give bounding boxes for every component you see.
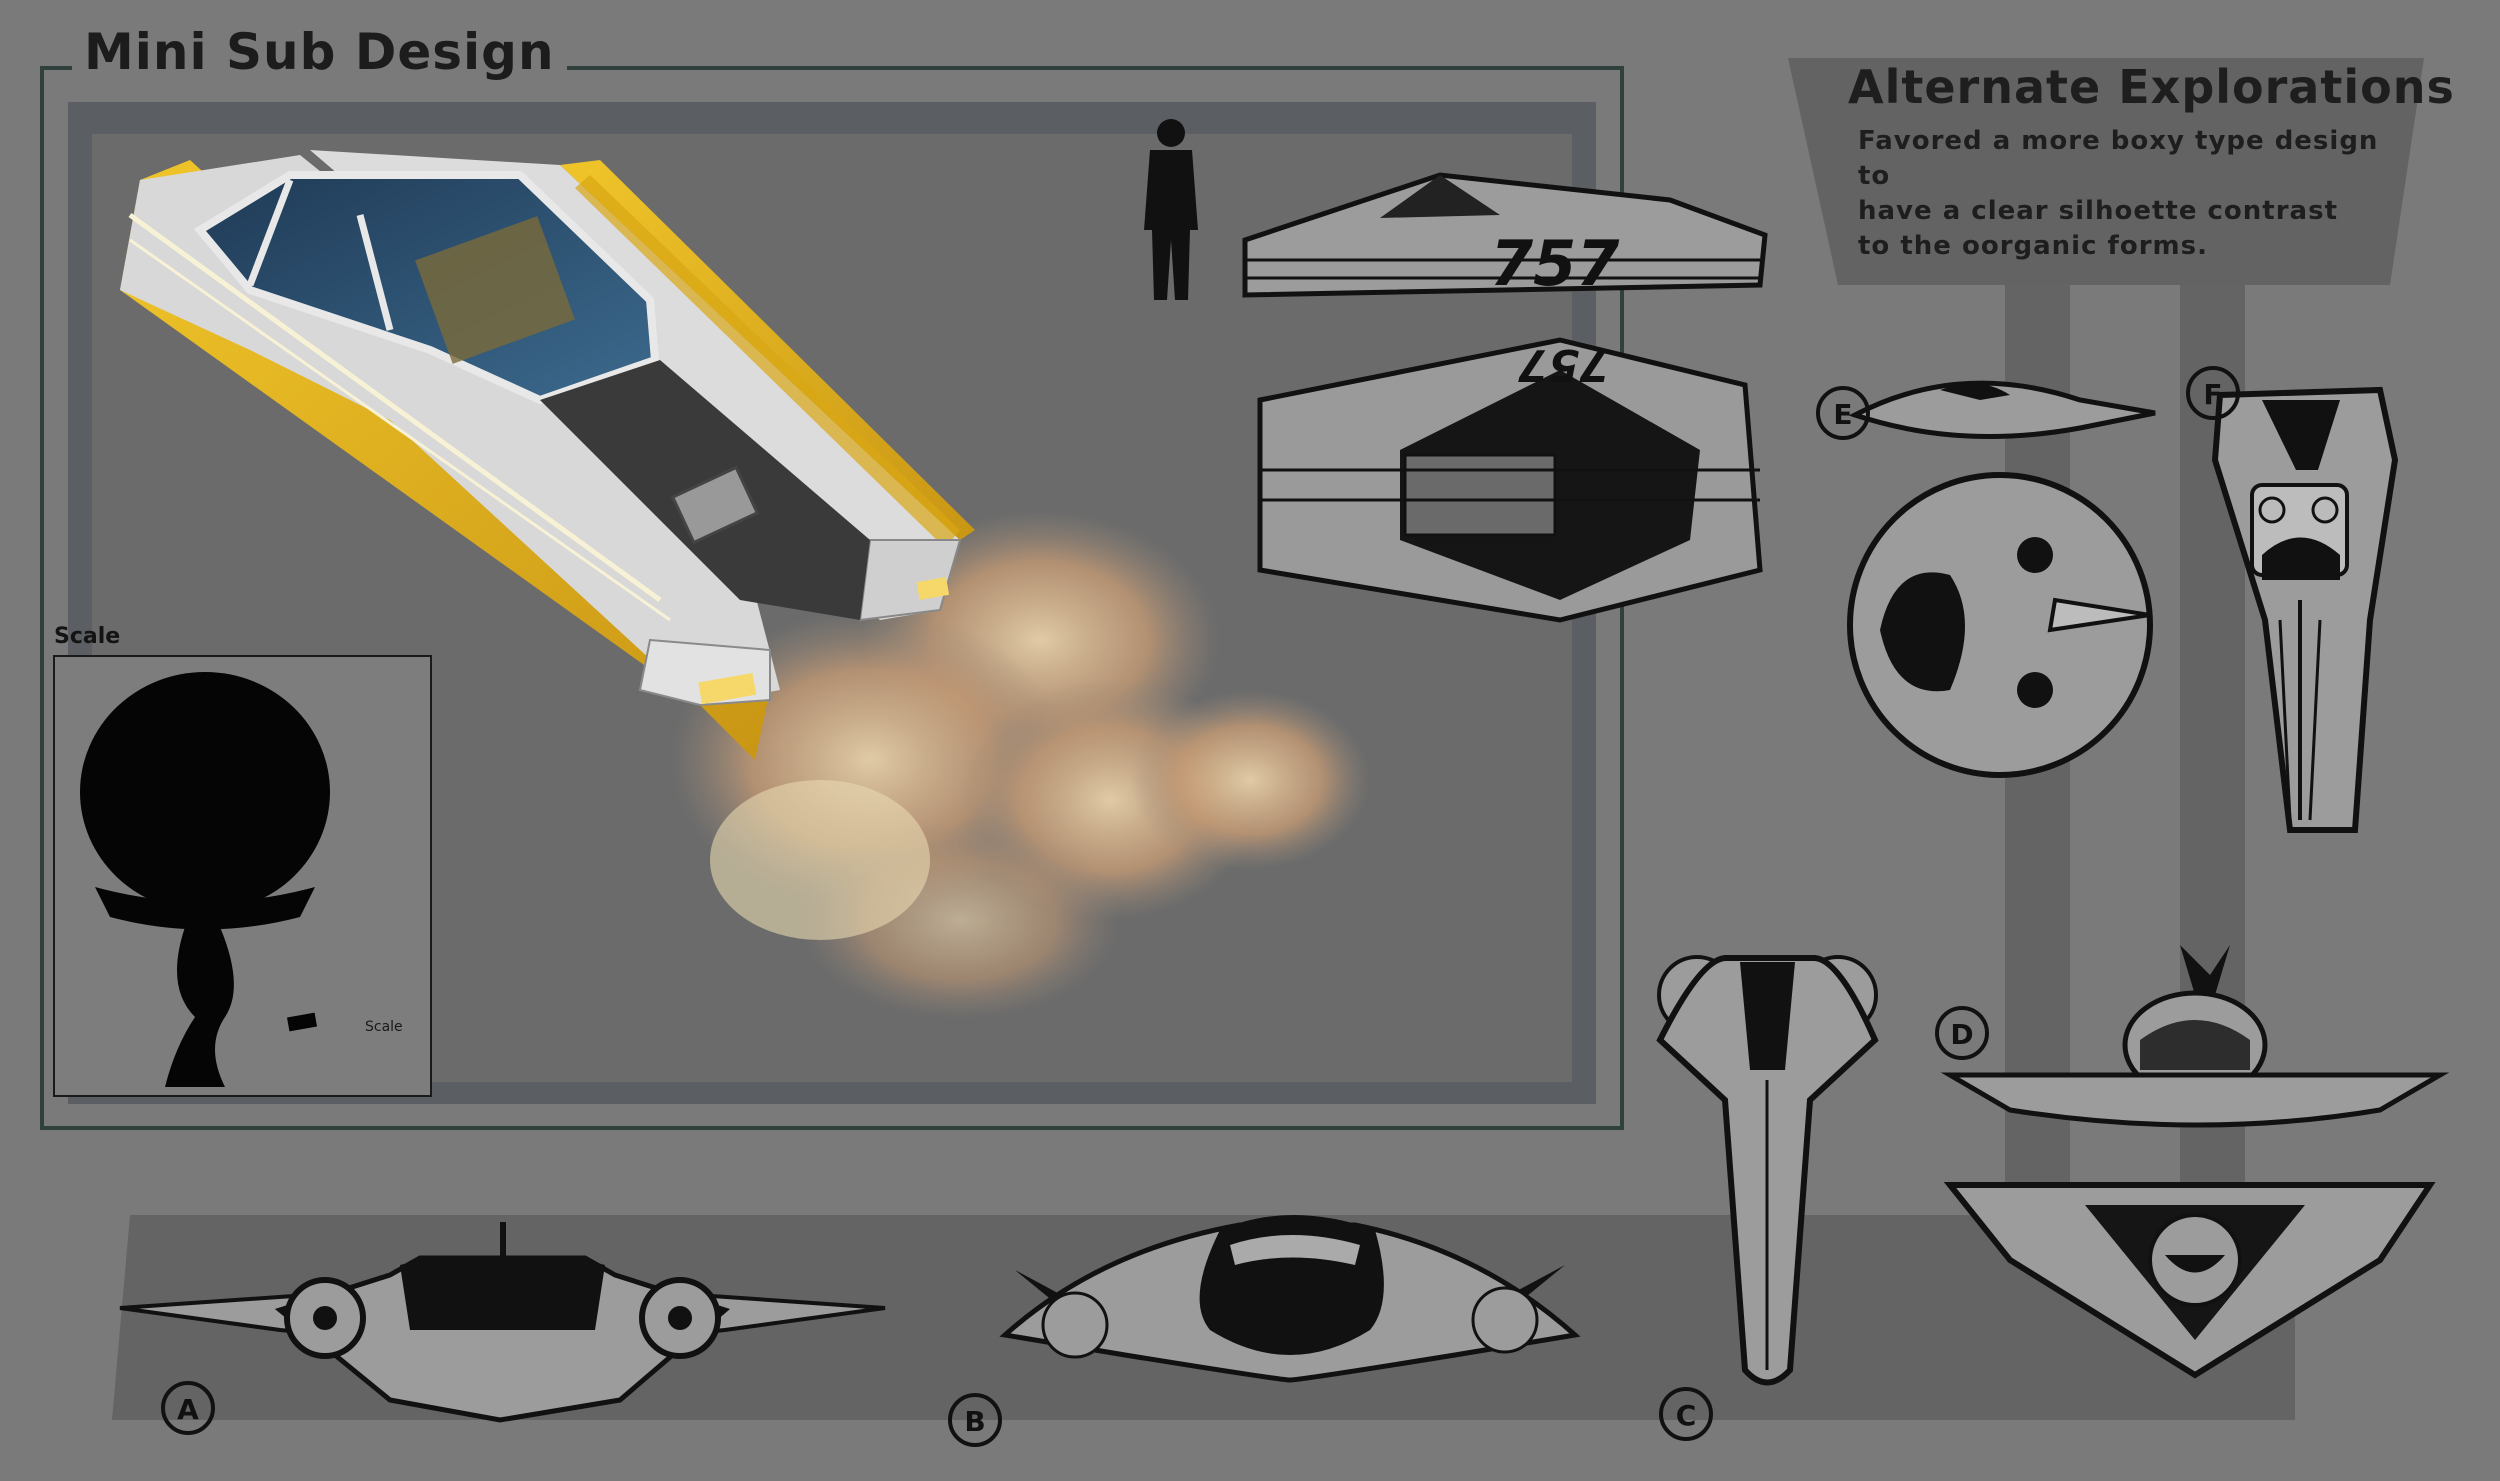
description-line: to the oorganic forms.: [1858, 231, 2208, 261]
variant-badge-d: D: [1935, 1006, 1989, 1060]
variant-f-sketch: [2211, 386, 2399, 833]
variant-badge-c: C: [1659, 1387, 1713, 1441]
mini-sub-silhouette: [286, 1012, 318, 1032]
scale-inset-label: Scale: [54, 624, 121, 649]
engine-glow-right: [916, 577, 950, 600]
page-title: Mini Sub Design: [72, 22, 567, 82]
alt-header-panel: [1788, 58, 2424, 285]
description-line: Favored a more boxy type design to: [1858, 126, 2379, 191]
alternate-explorations-description: Favored a more boxy type design to have …: [1858, 124, 2418, 264]
alternate-explorations-title: Alternate Explorations: [1848, 60, 2455, 114]
top-view-sketch: 757: [1257, 337, 1763, 623]
variant-badge-a: A: [161, 1381, 215, 1435]
engine-glow-left: [698, 672, 757, 705]
svg-text:A: A: [177, 1393, 199, 1426]
side-view-sketch: 757: [1242, 172, 1768, 300]
hull-number: 757: [1490, 227, 1620, 300]
creature-silhouette: [80, 672, 330, 1087]
variant-a-sketch: [119, 1222, 886, 1423]
svg-text:F: F: [2203, 378, 2222, 411]
scale-inset: [53, 655, 432, 1097]
svg-text:D: D: [1950, 1018, 1973, 1051]
variant-c-sketch: [1656, 955, 1879, 1386]
variant-b-sketch: [999, 1215, 1581, 1383]
variant-d-sketch: [1940, 945, 2450, 1379]
scale-mini-label: Scale: [365, 1019, 403, 1035]
variant-badge-f: F: [2186, 366, 2240, 420]
svg-text:C: C: [1676, 1399, 1697, 1432]
hull-number-mirrored: 757: [1518, 339, 1610, 390]
svg-text:B: B: [964, 1405, 985, 1438]
variant-e-sketch: [1847, 380, 2156, 778]
svg-text:E: E: [1833, 398, 1852, 431]
human-scale-figure: [1144, 119, 1198, 300]
variant-badge-b: B: [948, 1393, 1002, 1447]
description-line: have a clear silhoette contrast: [1858, 196, 2338, 226]
variant-badge-e: E: [1816, 386, 1870, 440]
